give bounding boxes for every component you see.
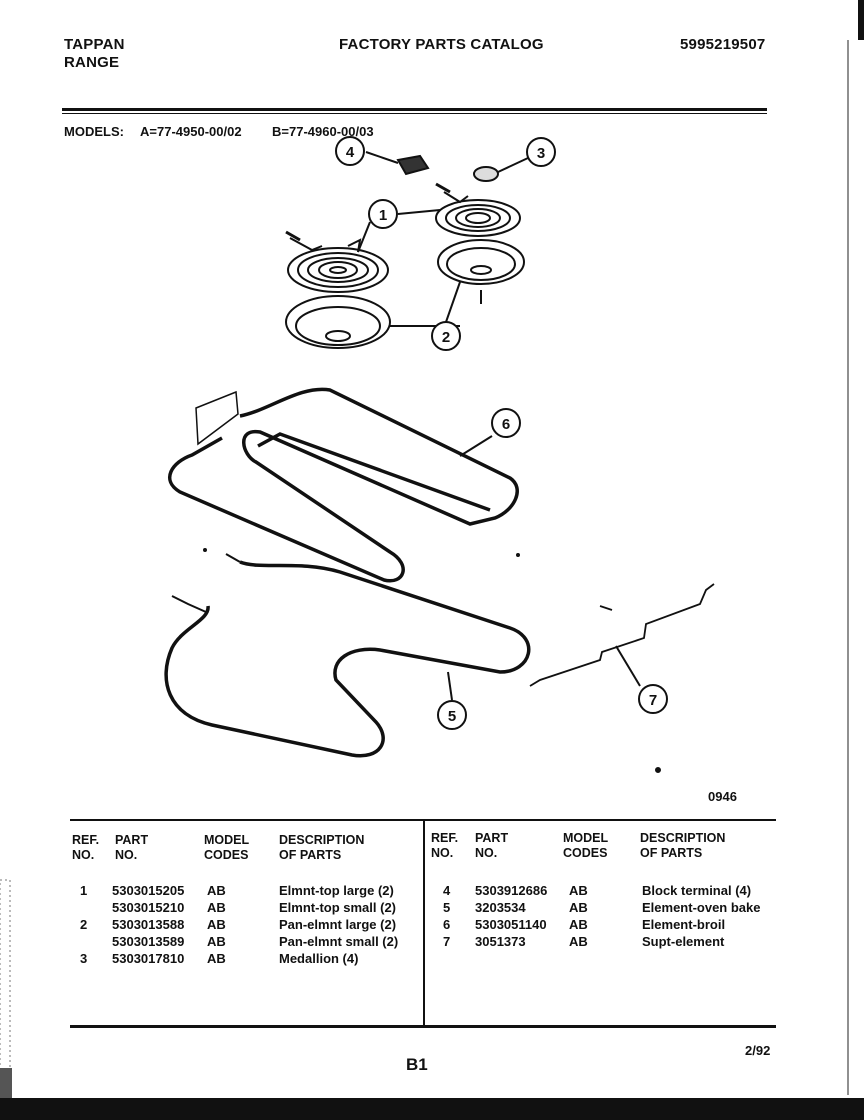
callout-2-label: 2 bbox=[442, 329, 450, 346]
ref-no: 5 bbox=[443, 900, 451, 915]
callout-2 bbox=[431, 321, 461, 351]
part-no: 5303912686 bbox=[475, 883, 548, 898]
part-no: 5303013588 bbox=[112, 917, 185, 932]
bake-element-drawing bbox=[164, 553, 531, 758]
callout-3-label: 3 bbox=[537, 145, 545, 162]
callout-7 bbox=[638, 684, 668, 714]
callout-3 bbox=[526, 137, 556, 167]
ref-no: 1 bbox=[80, 883, 88, 898]
description: Pan-elmnt large (2) bbox=[279, 917, 397, 932]
callout-6-label: 6 bbox=[502, 416, 510, 433]
part-no: 5303017810 bbox=[112, 951, 185, 966]
models-label: MODELS: bbox=[64, 124, 124, 139]
ref-no: 3 bbox=[80, 951, 88, 966]
model-codes: AB bbox=[569, 883, 588, 898]
table-bottom-rule bbox=[70, 1025, 776, 1028]
product-type: RANGE bbox=[64, 54, 120, 71]
table-top-rule bbox=[70, 819, 776, 821]
callout-1 bbox=[368, 199, 398, 229]
model-codes: AB bbox=[569, 934, 588, 949]
part-no: 3051373 bbox=[475, 934, 526, 949]
part-no: 5303015205 bbox=[112, 883, 185, 898]
model-b: B=77-4960-00/03 bbox=[272, 124, 374, 139]
support-element-drawing bbox=[529, 583, 715, 687]
model-codes: AB bbox=[207, 900, 226, 915]
description: Element-oven bake bbox=[642, 900, 761, 915]
model-codes: AB bbox=[207, 883, 226, 898]
header-ref-no-right: REF.NO. bbox=[431, 831, 459, 860]
medallion-drawing bbox=[473, 157, 529, 182]
brand-name: TAPPAN bbox=[64, 36, 125, 53]
ref-no: 2 bbox=[80, 917, 88, 932]
model-codes: AB bbox=[207, 951, 226, 966]
parts-diagram: 4 3 1 2 6 5 7 bbox=[164, 136, 715, 773]
ref-no: 7 bbox=[443, 934, 451, 949]
callout-4-label: 4 bbox=[346, 144, 355, 161]
page-number: B1 bbox=[406, 1055, 428, 1074]
catalog-title: FACTORY PARTS CATALOG bbox=[339, 36, 544, 53]
part-no: 5303015210 bbox=[112, 900, 185, 915]
block-terminal-drawing bbox=[365, 151, 430, 176]
model-codes: AB bbox=[569, 900, 588, 915]
table-divider bbox=[423, 821, 425, 1025]
description: Element-broil bbox=[642, 917, 726, 932]
revision-date: 2/92 bbox=[745, 1043, 771, 1058]
header-rule bbox=[62, 108, 767, 111]
part-no: 3203534 bbox=[475, 900, 526, 915]
broil-element-drawing bbox=[168, 387, 519, 583]
figure-code: 0946 bbox=[708, 789, 737, 804]
part-no: 5303013589 bbox=[112, 934, 185, 949]
ref-no: 6 bbox=[443, 917, 451, 932]
drip-pan-small-drawing bbox=[437, 239, 525, 304]
model-codes: AB bbox=[569, 917, 588, 932]
model-codes: AB bbox=[207, 917, 226, 932]
callout-1-label: 1 bbox=[379, 207, 387, 224]
header-ref-no: REF.NO. bbox=[72, 833, 100, 862]
description: Elmnt-top small (2) bbox=[279, 900, 397, 915]
top-element-small-drawing bbox=[435, 182, 521, 237]
drip-pan-large-drawing bbox=[285, 295, 391, 349]
description: Medallion (4) bbox=[279, 951, 359, 966]
callout-5-label: 5 bbox=[448, 708, 456, 725]
ref-no: 4 bbox=[443, 883, 451, 898]
part-no: 5303051140 bbox=[475, 917, 547, 932]
description: Block terminal (4) bbox=[642, 883, 752, 898]
top-element-large-drawing bbox=[285, 230, 389, 293]
description: Elmnt-top large (2) bbox=[279, 883, 394, 898]
catalog-number: 5995219507 bbox=[680, 36, 766, 53]
description: Supt-element bbox=[642, 934, 725, 949]
callout-5 bbox=[437, 700, 467, 730]
model-a: A=77-4950-00/02 bbox=[140, 124, 242, 139]
model-codes: AB bbox=[207, 934, 226, 949]
header-rule-thin bbox=[62, 113, 767, 114]
callout-4 bbox=[335, 136, 365, 166]
description: Pan-elmnt small (2) bbox=[279, 934, 399, 949]
callout-6 bbox=[491, 408, 521, 438]
callout-7-label: 7 bbox=[649, 692, 657, 709]
